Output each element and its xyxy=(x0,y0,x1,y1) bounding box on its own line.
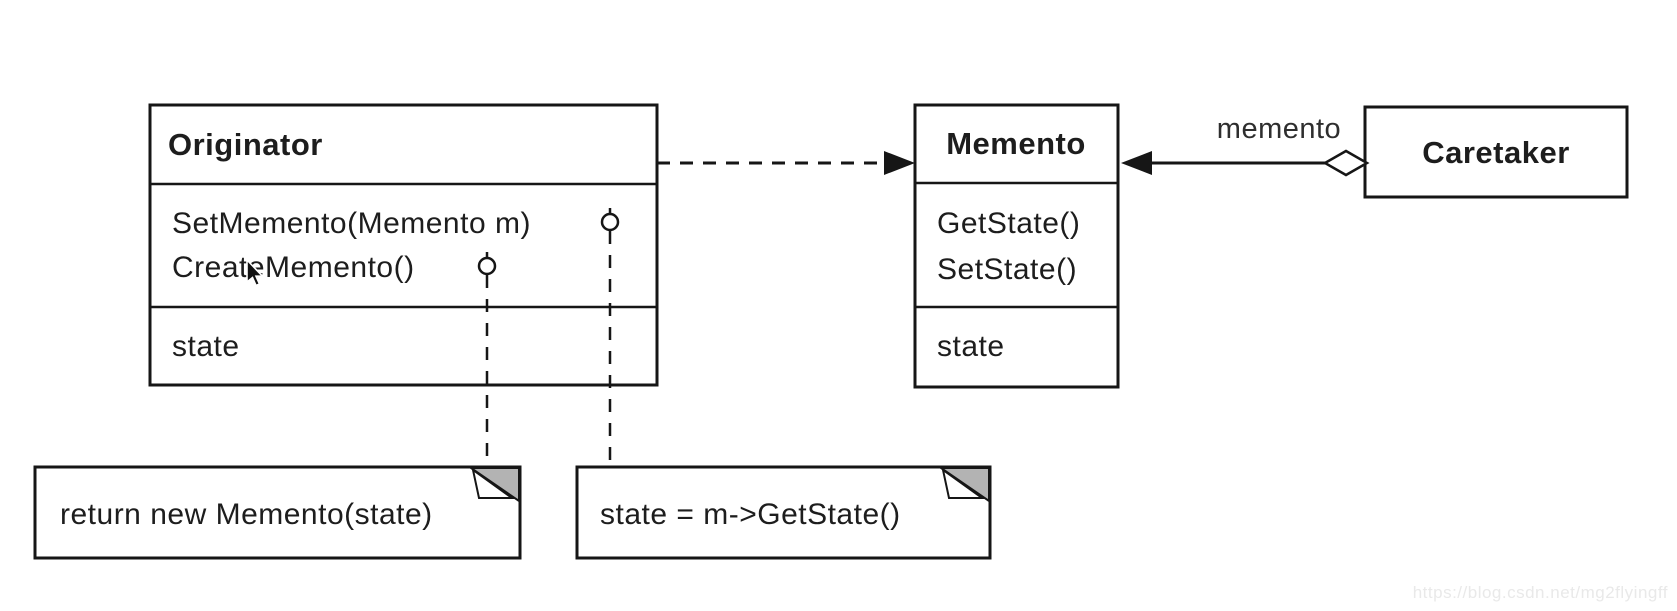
originator-method-setmemento: SetMemento(Memento m) xyxy=(172,207,531,240)
memento-method-getstate: GetState() xyxy=(937,207,1080,240)
connector-circle-icon xyxy=(600,212,620,232)
caretaker-rect xyxy=(1363,105,1629,199)
note-create-memento: return new Memento(state) xyxy=(33,465,522,560)
originator-class-box: Originator SetMemento(Memento m) CreateM… xyxy=(148,103,659,387)
originator-attribute-state: state xyxy=(172,330,240,363)
connector-circle-icon xyxy=(477,256,497,276)
aggregation-diamond-icon xyxy=(1322,149,1370,177)
mouse-cursor-icon xyxy=(246,258,265,287)
note-rect xyxy=(575,465,992,560)
memento-rect xyxy=(913,103,1120,389)
note-connector-creatememento xyxy=(477,252,497,470)
originator-title: Originator xyxy=(168,127,323,162)
note-fold-flap-icon xyxy=(471,467,516,499)
memento-method-setstate: SetState() xyxy=(937,253,1077,286)
caretaker-title: Caretaker xyxy=(1422,135,1570,170)
memento-title: Memento xyxy=(946,126,1086,161)
caretaker-class-box: Caretaker xyxy=(1363,105,1629,199)
memento-attribute-state: state xyxy=(937,330,1005,363)
aggregation-role-label: memento xyxy=(1217,113,1341,145)
dependency-arrowhead-icon xyxy=(884,151,915,175)
watermark: https://blog.csdn.net/mg2flyingff xyxy=(1413,583,1668,602)
memento-class-box: Memento GetState() SetState() state xyxy=(913,103,1120,389)
aggregation-link-caretaker-to-memento: memento xyxy=(1121,113,1370,177)
originator-method-creatememento: CreateMemento() xyxy=(172,251,415,284)
aggregation-arrowhead-icon xyxy=(1121,151,1152,175)
cursor-arrow xyxy=(246,258,265,287)
note-fold-flap-icon xyxy=(941,467,986,499)
dependency-arrow-originator-to-memento xyxy=(657,151,915,175)
note-text: return new Memento(state) xyxy=(60,498,433,531)
note-text: state = m->GetState() xyxy=(600,498,901,531)
note-rect xyxy=(33,465,522,560)
originator-rect xyxy=(148,103,659,387)
note-set-memento: state = m->GetState() xyxy=(575,465,992,560)
note-connector-setmemento xyxy=(600,208,620,466)
